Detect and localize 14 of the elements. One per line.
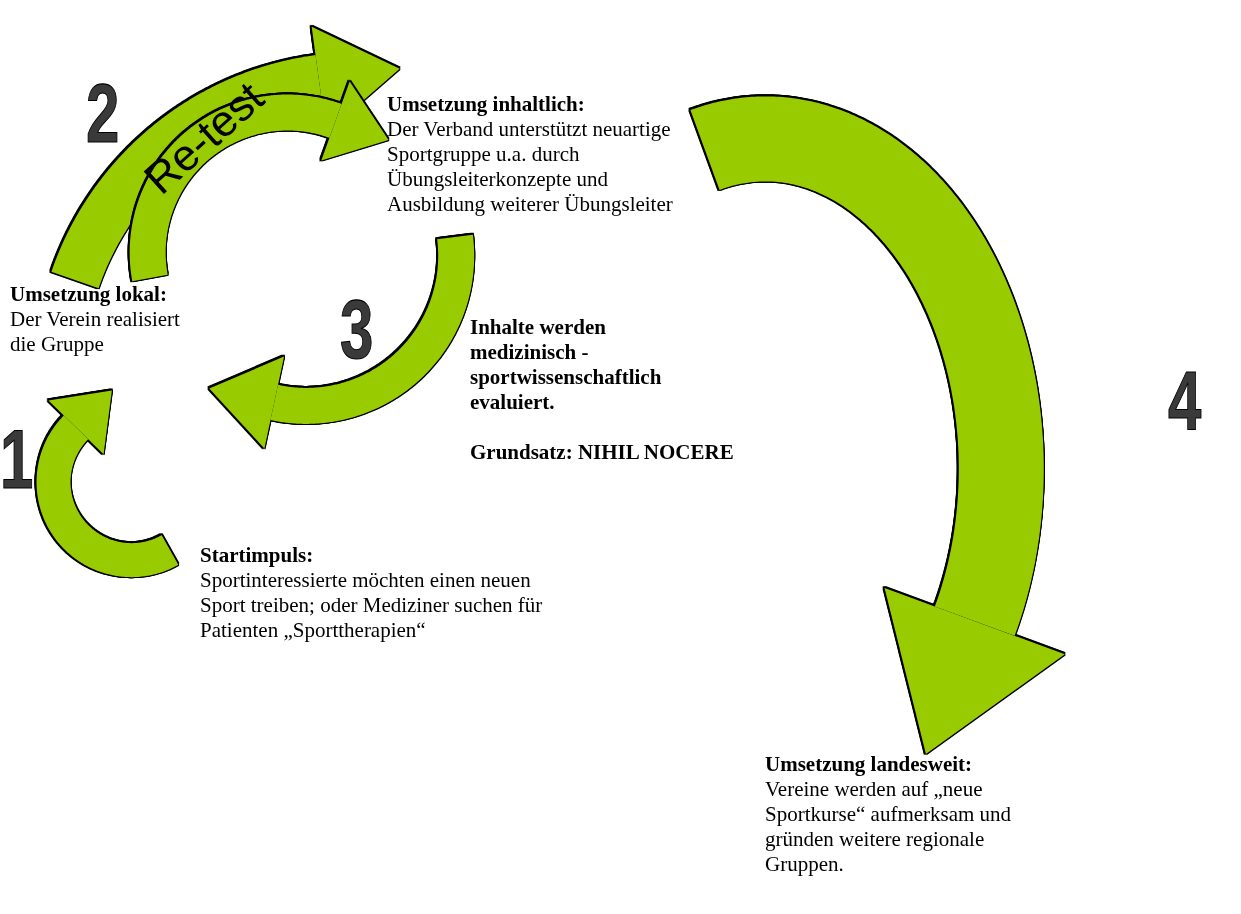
heading: Umsetzung inhaltlich:	[387, 92, 586, 117]
description: Der Verein realisiert die Gruppe	[10, 307, 181, 357]
description: Der Verband unterstützt neuartige Sportgruppe u.a. durch Übungsleiterkonzepte und Ausbildung weiterer Übungsleiter	[387, 117, 674, 217]
step-number: 2	[86, 72, 120, 156]
description: Vereine werden auf „neue Sportkurse“ aufmerksam und gründen weitere regionale Gruppen.	[765, 777, 1013, 877]
step-number: 1	[0, 418, 34, 502]
step-number: 3	[340, 288, 374, 372]
step-number: 4	[1168, 360, 1202, 444]
heading: Startimpuls:	[200, 543, 315, 568]
note: Inhalte werden medizinisch - sportwissenschaftlich evaluiert.	[470, 315, 663, 415]
heading: Umsetzung lokal:	[10, 282, 168, 307]
heading: Umsetzung landesweit:	[765, 752, 974, 777]
description: Sportinteressierte möchten einen neuen Sport treiben; oder Mediziner suchen für Patienten „Sporttherapien“	[200, 568, 544, 643]
note: Grundsatz: NIHIL NOCERE	[470, 440, 735, 465]
